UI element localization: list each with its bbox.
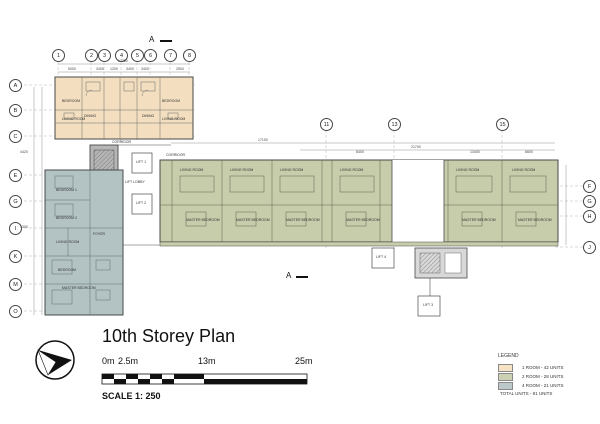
dim-right-2: 21700 [411, 145, 421, 149]
legend-label: 4 ROOM - 21 UNITS [522, 383, 564, 388]
top-dimension-lines [33, 63, 567, 315]
legend-item-1room: 1 ROOM - 42 UNITS [498, 363, 598, 372]
label-master-bedroom: MASTER BEDROOM [518, 218, 552, 222]
dim-right-1: 8400 [356, 150, 364, 154]
grid-bubble-B: B [9, 104, 22, 117]
label-master-bedroom: MASTER BEDROOM [186, 218, 220, 222]
grid-bubble-4: 4 [115, 49, 128, 62]
label-dining: DINING [84, 114, 97, 118]
label-living-room: LIVING ROOM [162, 117, 186, 121]
dim-top-3: 1200 [110, 67, 118, 71]
label-bedroom-2: BEDROOM 2 [56, 216, 78, 220]
label-bedroom: BEDROOM [62, 99, 81, 103]
legend-swatch [498, 381, 513, 390]
dim-top-0: 17350 [118, 59, 128, 63]
label-living-room: LIVING ROOM [180, 168, 204, 172]
label-living-room: LIVING ROOM [62, 117, 86, 121]
grid-bubble-13: 13 [388, 118, 401, 131]
grid-bubble-G: G [9, 195, 22, 208]
label-living-room: LIVING ROOM [56, 240, 80, 244]
plan-title: 10th Storey Plan [102, 326, 236, 346]
label-foyer: FOYER [93, 232, 106, 236]
legend-total: TOTAL UNITS - 91 UNITS [500, 391, 553, 396]
label-living-room: LIVING ROOM [340, 168, 364, 172]
four-room-block [44, 169, 124, 316]
dim-top-6: 2500 [176, 67, 184, 71]
dim-top-5: 3400 [141, 67, 149, 71]
scale-label-0: 0m [102, 356, 115, 366]
label-corridor: CORRIDOR [112, 140, 132, 144]
grid-bubble-I: I [9, 222, 22, 235]
label-master-bedroom: MASTER BEDROOM [236, 218, 270, 222]
scale-bar [101, 373, 308, 385]
legend: LEGEND 1 ROOM - 42 UNITS 2 ROOM - 28 UNI… [498, 353, 598, 396]
label-living-room: LIVING ROOM [280, 168, 304, 172]
grid-bubble-M: M [9, 278, 22, 291]
grid-bubble-3: 3 [98, 49, 111, 62]
label-living-room: LIVING ROOM [230, 168, 254, 172]
label-living-room: LIVING ROOM [512, 168, 536, 172]
label-lift-3: LIFT 3 [423, 303, 434, 307]
legend-title: LEGEND [498, 353, 519, 359]
label-master-bedroom: MASTER BEDROOM [62, 286, 96, 290]
label-bedroom: BEDROOM [162, 99, 181, 103]
scale-label-1: 2.5m [118, 356, 139, 366]
legend-label: 1 ROOM - 42 UNITS [522, 365, 564, 370]
one-room-block [54, 76, 194, 140]
lower-lifts [371, 247, 468, 317]
grid-bubble-11: 11 [320, 118, 333, 131]
dim-right-0: 17100 [258, 138, 268, 142]
legend-item-4room: 4 ROOM - 21 UNITS [498, 381, 598, 390]
scale-text: SCALE 1: 250 [102, 391, 161, 401]
legend-swatch [498, 363, 513, 372]
grid-bubble-6: 6 [144, 49, 157, 62]
grid-bubble-E: E [9, 169, 22, 182]
grid-bubble-2: 2 [85, 49, 98, 62]
dim-right-4: 6600 [525, 150, 533, 154]
grid-bubble-r-H: H [583, 210, 596, 223]
legend-swatch [498, 372, 513, 381]
label-bedroom: BEDROOM [58, 268, 77, 272]
grid-bubble-r-J: J [583, 241, 596, 254]
label-lift-lobby: LIFT LOBBY [125, 180, 145, 184]
north-arrow-icon [35, 340, 75, 380]
grid-bubble-7: 7 [164, 49, 177, 62]
label-living-room: LIVING ROOM [456, 168, 480, 172]
scale-label-2: 13m [198, 356, 216, 366]
label-dining: DINING [142, 114, 155, 118]
label-lift-1: LIFT 1 [136, 160, 147, 164]
grid-bubble-5: 5 [131, 49, 144, 62]
dim-left-1: 1300 [20, 225, 28, 229]
dim-top-1: 5000 [68, 67, 76, 71]
label-master-bedroom: MASTER BEDROOM [346, 218, 380, 222]
dim-left-0: 4420 [20, 150, 28, 154]
section-marker-top: A [149, 35, 155, 44]
label-master-bedroom: MASTER BEDROOM [462, 218, 496, 222]
two-room-block [159, 159, 559, 247]
grid-bubble-1: 1 [52, 49, 65, 62]
section-marker-lines [160, 40, 308, 278]
label-master-bedroom: MASTER BEDROOM [286, 218, 320, 222]
grid-bubble-K: K [9, 250, 22, 263]
grid-bubble-O: O [9, 305, 22, 318]
grid-bubble-r-G: G [583, 195, 596, 208]
scale-label-3: 25m [295, 356, 313, 366]
legend-label: 2 ROOM - 28 UNITS [522, 374, 564, 379]
grid-bubble-A: A [9, 79, 22, 92]
grid-bubble-8: 8 [183, 49, 196, 62]
dim-top-4: 3400 [126, 67, 134, 71]
grid-bubble-C: C [9, 130, 22, 143]
label-lift-2: LIFT 2 [136, 201, 147, 205]
grid-bubble-r-F: F [583, 180, 596, 193]
dim-top-2: 3400 [96, 67, 104, 71]
grid-bubble-15: 15 [496, 118, 509, 131]
label-corridor: CORRIDOR [166, 153, 186, 157]
label-bedroom-1: BEDROOM 1 [56, 188, 78, 192]
label-lift-4: LIFT 4 [376, 255, 387, 259]
dim-right-3: 13400 [470, 150, 480, 154]
section-marker-bottom: A [286, 271, 292, 280]
legend-item-2room: 2 ROOM - 28 UNITS [498, 372, 598, 381]
